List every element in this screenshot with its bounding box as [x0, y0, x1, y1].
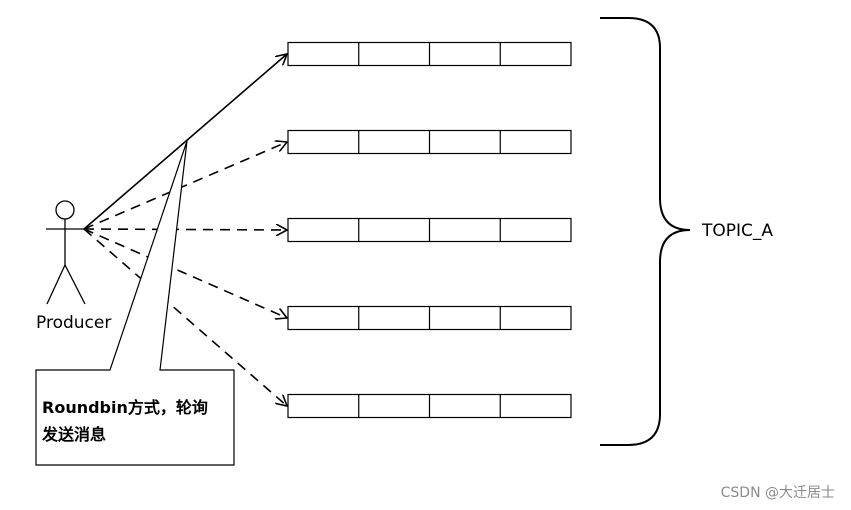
- arrow-group: [83, 54, 287, 406]
- producer-label: Producer: [36, 313, 112, 333]
- note-line-1: Roundbin方式，轮询: [42, 398, 208, 417]
- note-line-2: 发送消息: [42, 425, 107, 444]
- send-arrow: [83, 228, 287, 406]
- topic-brace: [600, 17, 691, 446]
- note-callout: [35, 140, 235, 466]
- send-arrow: [83, 228, 287, 318]
- producer-icon: [46, 200, 86, 305]
- send-arrow: [83, 142, 287, 230]
- note-text: Roundbin方式，轮询 发送消息: [42, 394, 232, 448]
- send-arrow: [83, 229, 287, 230]
- partition-group: [287, 41, 572, 419]
- topic-label: TOPIC_A: [702, 221, 774, 241]
- watermark: CSDN @大迁居士: [720, 485, 835, 501]
- send-arrow: [83, 54, 287, 230]
